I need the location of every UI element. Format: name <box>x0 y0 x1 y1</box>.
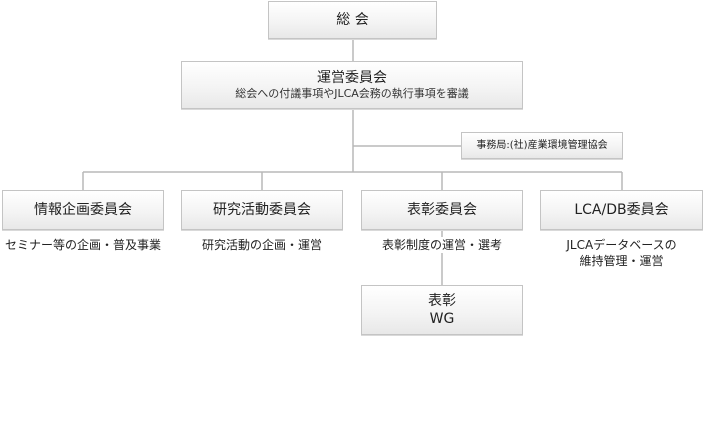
committee-lcadb-label: LCA/DB委員会 <box>574 202 669 218</box>
description-line: セミナー等の企画・普及事業 <box>4 238 161 252</box>
general-assembly-box: 総 会 <box>268 1 437 39</box>
award-wg-label-line2: WG <box>429 311 455 327</box>
description-line: 維持管理・運営 <box>579 254 664 268</box>
steering-committee-label: 運営委員会 <box>317 70 387 86</box>
description-line: JLCAデータベースの <box>566 238 677 252</box>
committee-research-box: 研究活動委員会 <box>181 190 343 230</box>
general-assembly-label: 総 会 <box>336 12 369 28</box>
committee-info-planning-box: 情報企画委員会 <box>2 190 164 230</box>
committee-research-description: 研究活動の企画・運営 <box>181 237 343 253</box>
committee-award-label: 表彰委員会 <box>407 202 477 218</box>
steering-committee-description: 総会への付議事項やJLCA会務の執行事項を審議 <box>235 87 469 100</box>
description-line: 表彰制度の運営・選考 <box>381 238 502 252</box>
steering-committee-box: 運営委員会 総会への付議事項やJLCA会務の執行事項を審議 <box>181 61 523 109</box>
secretariat-label: 事務局:(社)産業環境管理協会 <box>476 139 608 151</box>
award-wg-label-line1: 表彰 <box>428 293 456 309</box>
committee-lcadb-description: JLCAデータベースの 維持管理・運営 <box>540 237 703 269</box>
committee-award-box: 表彰委員会 <box>361 190 523 230</box>
committee-info-planning-description: セミナー等の企画・普及事業 <box>2 237 164 253</box>
committee-info-planning-label: 情報企画委員会 <box>34 202 132 218</box>
committee-research-label: 研究活動委員会 <box>213 202 311 218</box>
committee-lcadb-box: LCA/DB委員会 <box>540 190 703 230</box>
description-line: 研究活動の企画・運営 <box>201 238 322 252</box>
committee-award-description: 表彰制度の運営・選考 <box>371 237 513 253</box>
secretariat-box: 事務局:(社)産業環境管理協会 <box>461 132 623 159</box>
award-wg-box: 表彰 WG <box>361 285 523 335</box>
